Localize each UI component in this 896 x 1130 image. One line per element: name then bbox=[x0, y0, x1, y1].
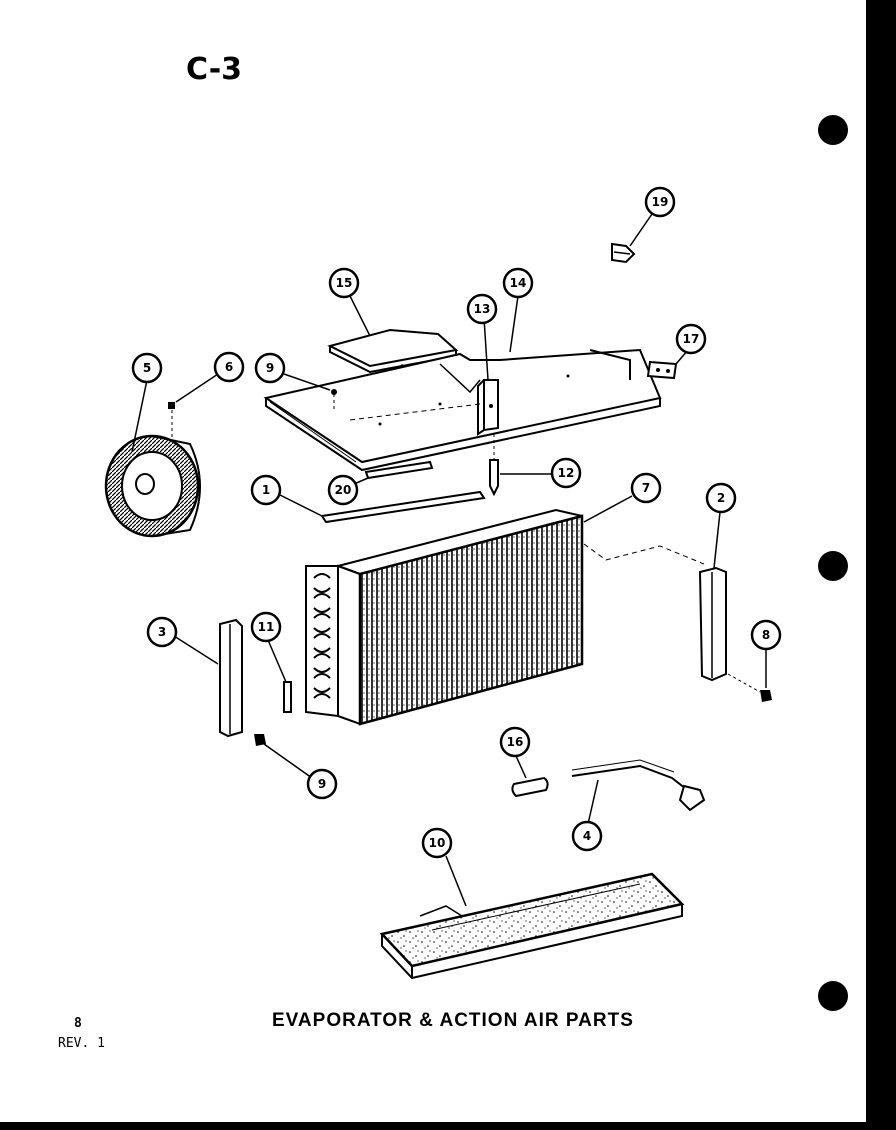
drawing-sheet: C-3 bbox=[0, 0, 866, 1122]
svg-text:3: 3 bbox=[158, 625, 166, 639]
part-9-screw-top bbox=[283, 373, 337, 410]
callout-10: 10 bbox=[421, 827, 453, 859]
callout-20: 20 bbox=[327, 474, 359, 506]
callout-15: 15 bbox=[328, 267, 360, 299]
callout-13: 13 bbox=[466, 293, 498, 325]
callout-3: 3 bbox=[146, 616, 178, 648]
svg-text:20: 20 bbox=[335, 483, 352, 497]
svg-text:11: 11 bbox=[258, 620, 275, 634]
part-4-sensor-wire bbox=[571, 759, 706, 825]
part-2-side-bracket bbox=[698, 511, 761, 693]
callout-2: 2 bbox=[705, 482, 737, 514]
part-19-clip bbox=[611, 213, 653, 264]
callout-9-top: 9 bbox=[254, 352, 286, 384]
part-16-tube bbox=[511, 755, 549, 798]
svg-text:8: 8 bbox=[762, 628, 770, 642]
callout-16: 16 bbox=[499, 726, 531, 758]
revision-label: REV. 1 bbox=[58, 1036, 105, 1051]
callout-11: 11 bbox=[250, 611, 282, 643]
part-1-strip bbox=[277, 490, 486, 524]
callout-12: 12 bbox=[550, 457, 582, 489]
part-10-drain-pan bbox=[379, 855, 685, 980]
svg-text:1: 1 bbox=[262, 483, 270, 497]
svg-text:15: 15 bbox=[336, 276, 353, 290]
callout-5: 5 bbox=[131, 352, 163, 384]
svg-text:5: 5 bbox=[143, 361, 151, 375]
part-14-top-panel bbox=[263, 295, 662, 472]
callout-17: 17 bbox=[675, 323, 707, 355]
part-7-evaporator-coil bbox=[305, 495, 705, 726]
callout-19: 19 bbox=[644, 186, 676, 218]
svg-text:9: 9 bbox=[266, 361, 274, 375]
binder-hole-bottom bbox=[818, 981, 848, 1011]
svg-text:16: 16 bbox=[507, 735, 524, 749]
part-6-nut bbox=[168, 373, 219, 450]
part-3-side-bracket bbox=[173, 618, 243, 738]
callout-7: 7 bbox=[630, 472, 662, 504]
svg-text:7: 7 bbox=[642, 481, 650, 495]
svg-text:17: 17 bbox=[683, 332, 700, 346]
page-number: 8 bbox=[74, 1016, 82, 1031]
callout-1: 1 bbox=[250, 474, 282, 506]
callout-4: 4 bbox=[571, 820, 603, 852]
binder-hole-top bbox=[818, 115, 848, 145]
part-11-spacer bbox=[267, 639, 292, 713]
part-17-clip bbox=[646, 349, 689, 380]
part-12-fastener bbox=[489, 434, 552, 497]
svg-text:14: 14 bbox=[510, 276, 527, 290]
callout-14: 14 bbox=[502, 267, 534, 299]
exploded-parts-diagram: 19 15 14 13 17 5 6 9 bbox=[104, 186, 782, 980]
svg-text:6: 6 bbox=[225, 360, 233, 374]
part-9-screw-lower bbox=[254, 734, 313, 779]
figure-caption: EVAPORATOR & ACTION AIR PARTS bbox=[272, 1010, 634, 1031]
part-13-bracket bbox=[477, 317, 499, 436]
page-code: C-3 bbox=[186, 52, 243, 87]
part-5-blower-wheel bbox=[104, 379, 201, 538]
svg-text:9: 9 bbox=[318, 777, 326, 791]
callout-9-lower: 9 bbox=[306, 768, 338, 800]
svg-text:10: 10 bbox=[429, 836, 446, 850]
svg-text:2: 2 bbox=[717, 491, 725, 505]
svg-text:12: 12 bbox=[558, 466, 575, 480]
svg-text:19: 19 bbox=[652, 195, 669, 209]
part-8-screw-right bbox=[760, 648, 772, 702]
callout-6: 6 bbox=[213, 351, 245, 383]
svg-text:4: 4 bbox=[583, 829, 591, 843]
svg-text:13: 13 bbox=[474, 302, 491, 316]
binder-hole-middle bbox=[818, 551, 848, 581]
part-20-strip bbox=[353, 460, 434, 485]
callout-8-right: 8 bbox=[750, 619, 782, 651]
